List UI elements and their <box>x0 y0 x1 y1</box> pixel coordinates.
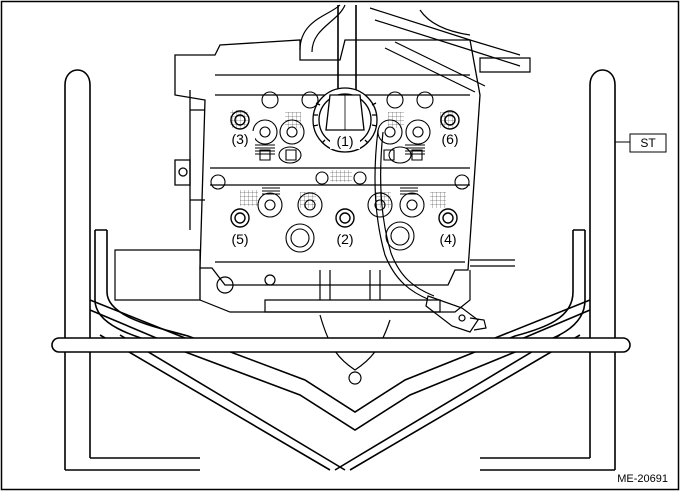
cylinder-head <box>174 39 481 286</box>
bolt-4 <box>438 208 458 228</box>
bolt-3 <box>230 110 250 130</box>
st-stand <box>51 69 631 471</box>
bolt-5 <box>230 208 250 228</box>
angle-gauge <box>312 5 378 153</box>
label-3: (3) <box>231 131 248 147</box>
bolt-6 <box>440 110 460 130</box>
label-4: (4) <box>439 231 456 247</box>
label-2: (2) <box>336 231 353 247</box>
bolt-2 <box>335 208 355 228</box>
gauge-cable <box>374 129 487 333</box>
st-label-box <box>629 133 667 153</box>
head-bolts <box>230 110 460 228</box>
st-callout: ST <box>615 133 667 153</box>
figure-code: ME-20691 <box>617 473 668 485</box>
hatched-areas <box>230 110 454 208</box>
label-6: (6) <box>441 131 458 147</box>
intake-hoses <box>299 4 531 93</box>
lower-valve-row <box>210 171 470 253</box>
valve-springs <box>255 144 425 195</box>
label-5: (5) <box>231 231 248 247</box>
label-1: (1) <box>336 133 353 149</box>
st-label: ST <box>640 136 656 150</box>
callout-labels: (1) (2) (3) (4) (5) (6) <box>225 131 465 247</box>
